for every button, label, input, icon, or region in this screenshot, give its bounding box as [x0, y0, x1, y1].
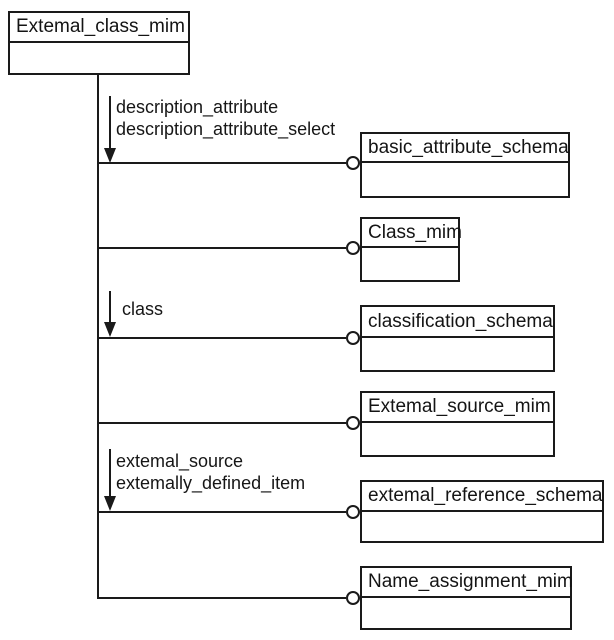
entity-box-classification-schema: classification_schema [360, 305, 555, 372]
relation-label: description_attribute [116, 97, 279, 117]
relation-branch-line-extemal-source-mim [97, 422, 346, 424]
open-circle-connector-icon [346, 331, 360, 345]
entity-box-title: extemal_reference_schema [362, 482, 602, 512]
entity-box-body [362, 423, 553, 455]
entity-box-extemal-source-mim: Extemal_source_mim [360, 391, 555, 457]
relation-arrow-line-extemal-reference-schema [109, 449, 111, 498]
relation-arrow-line-basic-attribute-schema [109, 96, 111, 150]
arrowhead-down-icon [104, 322, 116, 337]
arrowhead-down-icon [104, 496, 116, 511]
entity-box-title: classification_schema [362, 307, 553, 338]
relation-branch-line-extemal-reference-schema [97, 511, 346, 513]
relation-arrow-line-classification-schema [109, 291, 111, 324]
entity-box-root-title: Extemal_class_mim [10, 13, 188, 43]
open-circle-connector-icon [346, 241, 360, 255]
entity-box-title: Class_mim [362, 219, 462, 248]
entity-box-body [362, 338, 553, 370]
entity-box-body [362, 512, 602, 541]
entity-box-name-assignment-mim: Name_assignment_mim [360, 566, 573, 630]
entity-box-root: Extemal_class_mim [8, 11, 190, 75]
relation-branch-line-basic-attribute-schema [97, 162, 346, 164]
entity-box-body [362, 248, 458, 280]
relation-branch-line-class-mim [97, 247, 346, 249]
relation-label: extemal_source [116, 451, 244, 471]
open-circle-connector-icon [346, 591, 360, 605]
entity-box-class-mim: Class_mim [360, 217, 462, 282]
relation-trunk-line [97, 74, 99, 599]
open-circle-connector-icon [346, 505, 360, 519]
entity-box-basic-attribute-schema: basic_attribute_schema [360, 132, 570, 198]
relation-branch-line-name-assignment-mim [97, 597, 346, 599]
relation-label: description_attribute_select [116, 119, 336, 139]
open-circle-connector-icon [346, 416, 360, 430]
relation-branch-line-classification-schema [97, 337, 346, 339]
arrowhead-down-icon [104, 148, 116, 163]
entity-box-title: basic_attribute_schema [362, 134, 569, 163]
relation-label: class [122, 299, 164, 319]
relation-label: extemally_defined_item [116, 473, 306, 493]
entity-box-extemal-reference-schema: extemal_reference_schema [360, 480, 604, 543]
entity-box-title: Name_assignment_mim [362, 568, 573, 598]
open-circle-connector-icon [346, 156, 360, 170]
entity-box-body [362, 598, 570, 628]
entity-box-title: Extemal_source_mim [362, 393, 553, 423]
entity-box-body [362, 163, 568, 196]
entity-box-root-body [10, 43, 188, 73]
